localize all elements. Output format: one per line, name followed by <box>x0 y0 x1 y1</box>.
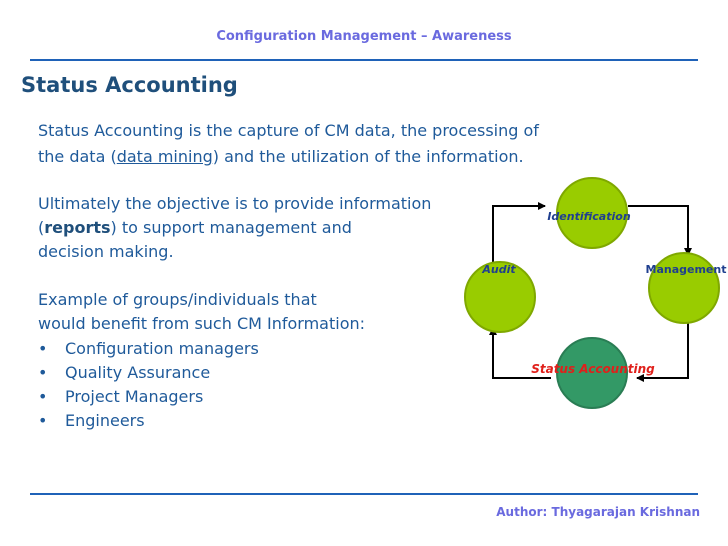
footer-author: Author: Thyagarajan Krishnan <box>496 505 700 519</box>
status-accounting-node <box>556 337 628 409</box>
text-fragment: ( <box>38 218 45 237</box>
text-fragment: ) and the utilization of the information… <box>212 147 524 166</box>
bullet-icon: • <box>38 339 48 358</box>
identification-label: Identification <box>547 210 630 223</box>
list-item-label: Project Managers <box>65 387 204 406</box>
top-divider <box>30 59 698 61</box>
list-item-label: Engineers <box>65 411 145 430</box>
beneficiaries-list: • Configuration managers • Quality Assuran… <box>38 337 259 433</box>
list-item: • Quality Assurance <box>38 361 259 385</box>
paragraph-2-line-2: (reports) to support management and <box>38 216 352 240</box>
arrow-identification-to-management <box>628 205 692 256</box>
paragraph-1-line-1: Status Accounting is the capture of CM d… <box>38 121 539 140</box>
list-item: • Configuration managers <box>38 337 259 361</box>
audit-label: Audit <box>481 263 516 276</box>
bullet-icon: • <box>38 363 48 382</box>
bullet-icon: • <box>38 411 48 430</box>
arrow-audit-to-identification <box>492 202 546 265</box>
data-mining-link[interactable]: data mining <box>116 147 213 166</box>
arrow-management-to-status-accounting <box>636 318 689 382</box>
management-label: Management <box>646 263 727 276</box>
identification-node <box>556 177 628 249</box>
paragraph-1-line-2: the data (data mining) and the utilizati… <box>38 145 524 169</box>
list-item-label: Configuration managers <box>65 339 259 358</box>
text-fragment: the data ( <box>38 147 117 166</box>
paragraph-3-line-1: Example of groups/individuals that <box>38 290 317 309</box>
paragraph-2-line-3: decision making. <box>38 242 174 261</box>
bullet-icon: • <box>38 387 48 406</box>
slide-title: Status Accounting <box>21 73 238 97</box>
list-item-label: Quality Assurance <box>65 363 211 382</box>
arrow-status-accounting-to-audit <box>489 327 551 379</box>
list-item: • Project Managers <box>38 385 259 409</box>
audit-node <box>464 261 536 333</box>
list-item: • Engineers <box>38 409 259 433</box>
bottom-divider <box>30 493 698 495</box>
text-fragment: ) to support management and <box>110 218 352 237</box>
reports-emphasis: reports <box>44 218 111 237</box>
status-accounting-label: Status Accounting <box>531 362 655 376</box>
header-title: Configuration Management – Awareness <box>216 29 512 44</box>
management-node <box>648 252 720 324</box>
paragraph-2-line-1: Ultimately the objective is to provide i… <box>38 194 432 213</box>
paragraph-3-line-2: would benefit from such CM Information: <box>38 314 366 333</box>
